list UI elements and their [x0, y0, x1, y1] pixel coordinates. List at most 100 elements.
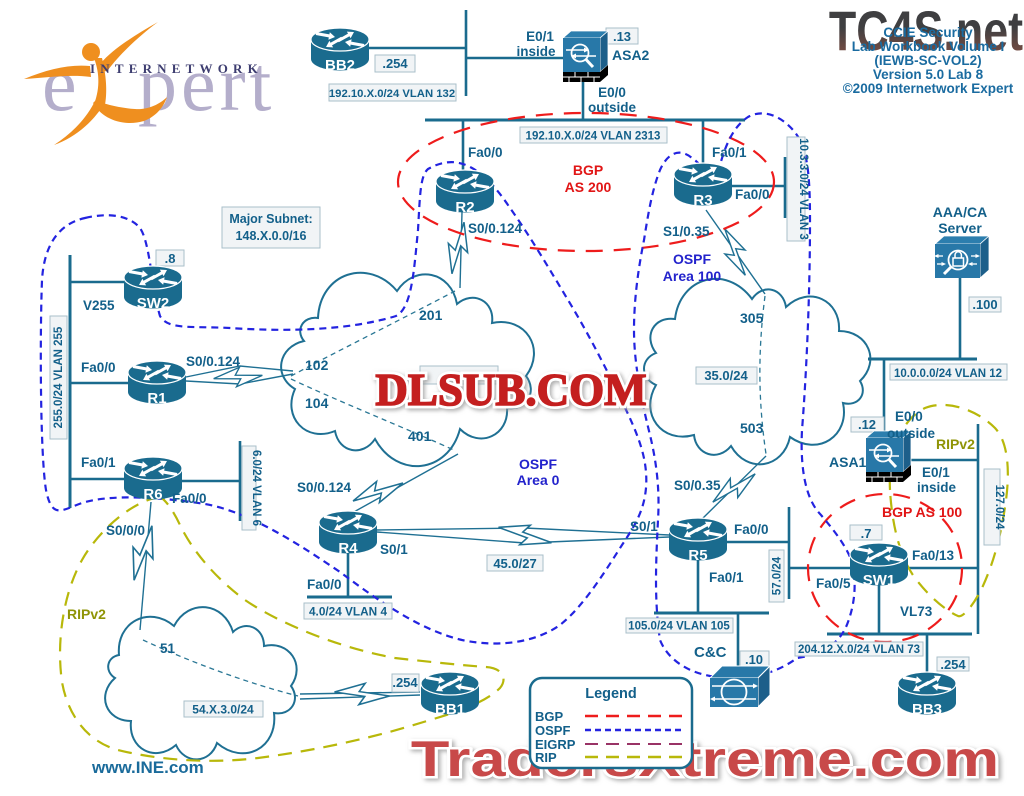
svg-text:S0/0.35: S0/0.35	[674, 478, 721, 493]
svg-text:105.0/24 VLAN 105: 105.0/24 VLAN 105	[628, 621, 730, 633]
svg-text:.254: .254	[392, 675, 418, 690]
svg-text:V255: V255	[83, 298, 115, 313]
svg-text:4.0/24 VLAN 4: 4.0/24 VLAN 4	[309, 605, 387, 619]
svg-text:BGP: BGP	[573, 162, 603, 178]
svg-text:RIP: RIP	[535, 750, 557, 765]
svg-text:S0/1: S0/1	[630, 519, 658, 534]
svg-text:OSPF: OSPF	[535, 723, 570, 738]
svg-text:R1: R1	[147, 390, 166, 407]
svg-text:Version 5.0 Lab 8: Version 5.0 Lab 8	[873, 67, 984, 82]
svg-text:E0/1: E0/1	[922, 465, 950, 480]
svg-text:©2009 Internetwork Expert: ©2009 Internetwork Expert	[843, 81, 1014, 96]
svg-text:Legend: Legend	[585, 686, 637, 702]
svg-text:SW2: SW2	[137, 295, 170, 312]
svg-text:503: 503	[740, 420, 764, 436]
svg-text:104: 104	[305, 395, 329, 411]
svg-text:AAA/CA: AAA/CA	[933, 204, 987, 220]
svg-text:Fa0/5: Fa0/5	[816, 576, 851, 591]
svg-text:305: 305	[740, 310, 764, 326]
svg-text:BB3: BB3	[912, 701, 942, 718]
svg-text:148.X.0.0/16: 148.X.0.0/16	[236, 229, 307, 243]
svg-text:R6: R6	[143, 486, 162, 503]
svg-text:inside: inside	[516, 44, 556, 59]
svg-text:C&C: C&C	[694, 644, 727, 661]
svg-text:e: e	[42, 40, 77, 127]
svg-text:AS 200: AS 200	[565, 179, 612, 195]
svg-text:BGP AS 100: BGP AS 100	[882, 504, 962, 520]
svg-text:S0/0.124: S0/0.124	[186, 354, 241, 369]
svg-text:Fa0/0: Fa0/0	[734, 522, 769, 537]
svg-text:192.10.X.0/24 VLAN 132: 192.10.X.0/24 VLAN 132	[329, 88, 455, 100]
svg-text:Major Subnet:: Major Subnet:	[229, 212, 312, 226]
svg-text:.10: .10	[745, 652, 763, 667]
svg-text:Fa0/1: Fa0/1	[712, 145, 747, 160]
svg-text:RIPv2: RIPv2	[67, 606, 106, 622]
svg-text:.8: .8	[165, 251, 176, 266]
svg-text:R3: R3	[693, 192, 712, 209]
svg-text:RIPv2: RIPv2	[936, 436, 975, 452]
svg-text:R4: R4	[338, 540, 358, 557]
svg-text:BB1: BB1	[435, 701, 465, 718]
svg-text:BGP: BGP	[535, 709, 564, 724]
svg-text:102: 102	[305, 357, 329, 373]
svg-text:Fa0/1: Fa0/1	[81, 455, 116, 470]
svg-text:45.0/27: 45.0/27	[493, 556, 536, 571]
svg-text:ASA1: ASA1	[829, 454, 867, 470]
svg-text:255.0/24 VLAN 255: 255.0/24 VLAN 255	[53, 326, 65, 428]
svg-text:Area 0: Area 0	[517, 472, 560, 488]
svg-text:outside: outside	[887, 426, 935, 441]
svg-text:201: 201	[419, 307, 443, 323]
svg-text:57.0/24: 57.0/24	[772, 556, 784, 595]
svg-text:CCIE Security: CCIE Security	[883, 25, 973, 40]
svg-text:.13: .13	[613, 29, 631, 44]
svg-text:.12: .12	[858, 417, 876, 432]
svg-text:S0/0.124: S0/0.124	[297, 480, 352, 495]
svg-text:Fa0/1: Fa0/1	[709, 570, 744, 585]
svg-text:E0/1: E0/1	[526, 29, 554, 44]
svg-text:Fa0/0: Fa0/0	[172, 491, 207, 506]
svg-text:401: 401	[408, 428, 432, 444]
svg-text:Fa0/0: Fa0/0	[735, 187, 770, 202]
svg-text:Area 100: Area 100	[663, 268, 722, 284]
svg-text:E0/0: E0/0	[598, 85, 626, 100]
svg-text:.100: .100	[972, 297, 997, 312]
svg-text:S0/1: S0/1	[380, 542, 408, 557]
svg-text:inside: inside	[917, 480, 957, 495]
svg-text:pert: pert	[138, 40, 275, 127]
svg-text:Fa0/0: Fa0/0	[307, 577, 342, 592]
svg-text:S0/0/0: S0/0/0	[106, 523, 145, 538]
svg-text:OSPF: OSPF	[673, 251, 712, 267]
svg-text:10.3.3.0/24 VLAN 3: 10.3.3.0/24 VLAN 3	[797, 138, 809, 240]
svg-text:.254: .254	[382, 56, 408, 71]
svg-text:Server: Server	[938, 220, 982, 236]
svg-text:204.12.X.0/24 VLAN 73: 204.12.X.0/24 VLAN 73	[798, 644, 920, 656]
svg-text:S0/0.124: S0/0.124	[468, 221, 523, 236]
svg-text:Lab Workbook Volume I: Lab Workbook Volume I	[852, 39, 1005, 54]
svg-text:6.0/24 VLAN 6: 6.0/24 VLAN 6	[250, 450, 262, 526]
svg-text:R5: R5	[688, 547, 707, 564]
svg-text:R2: R2	[455, 199, 474, 216]
svg-text:51: 51	[160, 641, 176, 656]
svg-text:127.0/24: 127.0/24	[993, 485, 1005, 530]
svg-text:S1/0.35: S1/0.35	[663, 224, 710, 239]
svg-text:ASA2: ASA2	[612, 47, 650, 63]
svg-text:SW1: SW1	[863, 572, 896, 589]
svg-text:(IEWB-SC-VOL2): (IEWB-SC-VOL2)	[874, 53, 981, 68]
svg-text:www.INE.com: www.INE.com	[91, 758, 204, 777]
svg-text:DLSUB.COM: DLSUB.COM	[375, 365, 646, 415]
svg-text:.254: .254	[940, 657, 966, 672]
svg-text:35.0/24: 35.0/24	[704, 368, 748, 383]
svg-text:OSPF: OSPF	[519, 456, 558, 472]
svg-text:Fa0/13: Fa0/13	[912, 548, 955, 563]
svg-text:EIGRP: EIGRP	[535, 737, 576, 752]
svg-text:VL73: VL73	[900, 604, 933, 619]
svg-text:.7: .7	[861, 526, 872, 541]
svg-text:10.0.0.0/24 VLAN 12: 10.0.0.0/24 VLAN 12	[894, 368, 1002, 380]
svg-text:Fa0/0: Fa0/0	[468, 145, 503, 160]
svg-text:Fa0/0: Fa0/0	[81, 360, 116, 375]
svg-text:INTERNETWORK: INTERNETWORK	[90, 61, 263, 76]
svg-text:DLSUB.COM: DLSUB.COM	[375, 365, 646, 415]
svg-text:54.X.3.0/24: 54.X.3.0/24	[192, 703, 254, 717]
svg-text:outside: outside	[588, 100, 636, 115]
svg-text:TradersXtreme.com: TradersXtreme.com	[411, 732, 999, 787]
